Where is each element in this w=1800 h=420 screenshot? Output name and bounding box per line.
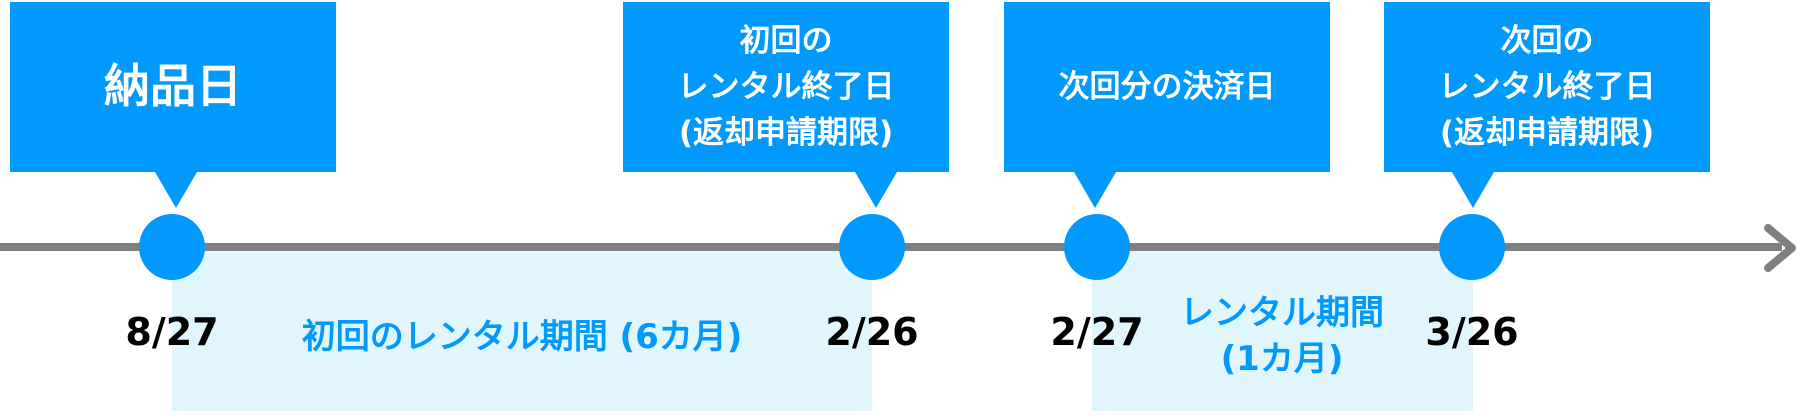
date-label-delivery: 8/27 [125,310,219,354]
callout-pointer-delivery [155,172,197,208]
next-rental-period-band [1092,250,1473,411]
callout-next-rental-end: 次回の レンタル終了日 (返却申請期限) [1384,2,1710,172]
date-label-next-payment: 2/27 [1050,310,1144,354]
initial-rental-period-label: 初回のレンタル期間 (6カ月) [301,317,743,357]
date-label-first-end: 2/26 [825,310,919,354]
milestone-dot-first-end [839,214,905,280]
timeline-arrow-icon [1764,224,1796,272]
next-rental-period-label: レンタル期間 (1カ月) [1180,293,1384,379]
date-label-next-end: 3/26 [1425,310,1519,354]
callout-next-payment-date: 次回分の決済日 [1004,2,1330,172]
callout-first-rental-end: 初回の レンタル終了日 (返却申請期限) [623,2,949,172]
callout-pointer-first-end [855,172,897,208]
milestone-dot-delivery [139,214,205,280]
milestone-dot-next-end [1439,214,1505,280]
callout-pointer-next-payment [1074,172,1116,208]
initial-rental-period-band [172,250,872,411]
callout-pointer-next-end [1452,172,1494,208]
callout-delivery-date: 納品日 [10,2,336,172]
milestone-dot-next-payment [1064,214,1130,280]
